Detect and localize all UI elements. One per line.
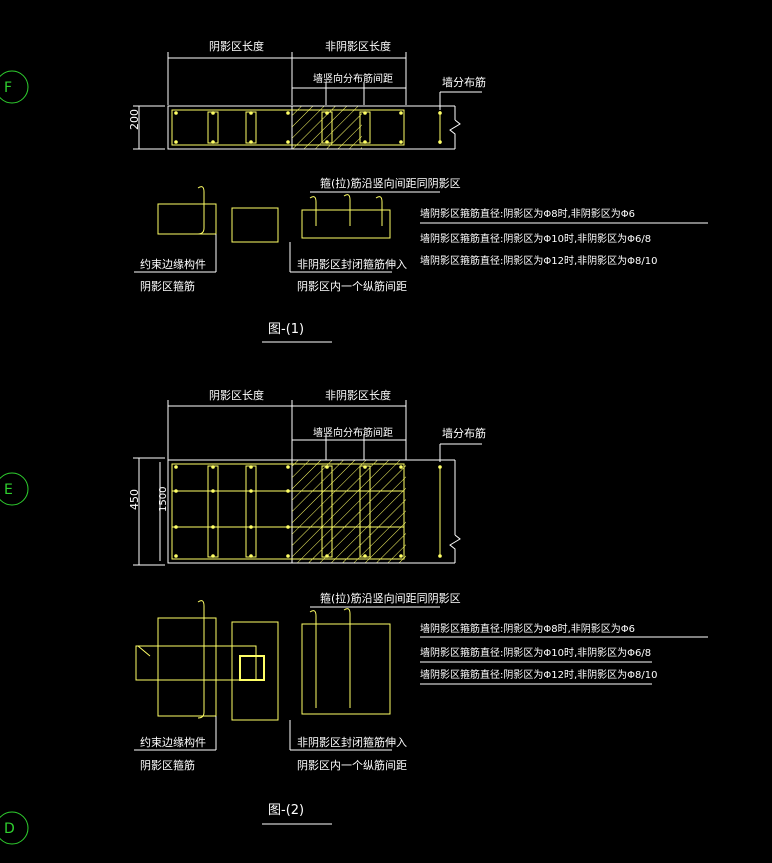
fig2-note-line-3: 墙阴影区箍筋直径:阴影区为Φ12时,非阴影区为Φ8/10	[420, 668, 657, 681]
fig2-tie-note: 箍(拉)筋沿竖向间距同阴影区	[320, 591, 461, 605]
fig2-nonshadow-hatch	[292, 460, 406, 563]
fig2-note-line-1: 墙阴影区箍筋直径:阴影区为Φ8时,非阴影区为Φ6	[420, 622, 635, 635]
fig2-note-line-2: 墙阴影区箍筋直径:阴影区为Φ10时,非阴影区为Φ6/8	[420, 646, 651, 659]
fig1-note-line-1: 墙阴影区箍筋直径:阴影区为Φ8时,非阴影区为Φ6	[420, 207, 635, 220]
figure-2: 阴影区长度 非阴影区长度 墙竖向分布筋间距 墙分布筋 450 1500	[128, 388, 708, 825]
fig1-label-nonshadow-2: 阴影区内一个纵筋间距	[297, 279, 407, 293]
fig1-dim-thickness: 200	[128, 109, 141, 130]
fig1-tie-note: 箍(拉)筋沿竖向间距同阴影区	[320, 176, 461, 190]
axis-bubble-f: F	[0, 70, 29, 104]
axis-bubble-e: E	[0, 472, 29, 506]
fig1-shadow-zone	[167, 105, 293, 150]
fig2-label-member-1: 约束边缘构件	[140, 735, 206, 749]
fig2-dim-wall-spacing: 墙竖向分布筋间距	[313, 426, 393, 439]
axis-label-e: E	[4, 482, 13, 498]
axis-label-f: F	[4, 80, 12, 96]
fig1-note-line-2: 墙阴影区箍筋直径:阴影区为Φ10时,非阴影区为Φ6/8	[420, 232, 651, 245]
fig1-stirrup-box-b	[231, 207, 279, 243]
fig1-wall-dist-bar-label: 墙分布筋	[442, 75, 486, 89]
fig1-label-member-1: 约束边缘构件	[140, 257, 206, 271]
fig2-label-member-2: 阴影区箍筋	[140, 758, 195, 772]
fig1-stirrup-box-c	[301, 209, 391, 239]
fig1-dim-wall-spacing: 墙竖向分布筋间距	[313, 72, 393, 85]
fig1-label-nonshadow-1: 非阴影区封闭箍筋伸入	[297, 257, 407, 271]
fig1-caption: 图-(1)	[268, 322, 304, 337]
fig2-dim-nonshadow-length: 非阴影区长度	[325, 388, 391, 402]
fig1-stirrup-box-a	[157, 203, 217, 235]
fig1-dim-shadow-length: 阴影区长度	[209, 39, 264, 53]
fig2-stirrup-box-c	[231, 621, 279, 721]
fig1-dim-nonshadow-length: 非阴影区长度	[325, 39, 391, 53]
fig2-dim-inner: 1500	[158, 487, 169, 512]
figure-1: 阴影区长度 非阴影区长度 墙竖向分布筋间距 墙分布筋 200	[128, 39, 708, 343]
fig1-label-member-2: 阴影区箍筋	[140, 279, 195, 293]
fig2-label-nonshadow-1: 非阴影区封闭箍筋伸入	[297, 735, 407, 749]
fig2-label-nonshadow-2: 阴影区内一个纵筋间距	[297, 758, 407, 772]
fig2-dim-shadow-length: 阴影区长度	[209, 388, 264, 402]
axis-label-d: D	[4, 821, 15, 837]
fig2-caption: 图-(2)	[268, 803, 304, 818]
fig1-note-line-3: 墙阴影区箍筋直径:阴影区为Φ12时,非阴影区为Φ8/10	[420, 254, 657, 267]
axis-bubble-d: D	[0, 811, 29, 845]
fig2-stirrup-box-d	[301, 623, 391, 715]
fig2-stirrup-box-a	[157, 617, 217, 717]
fig2-shadow-zone	[167, 459, 293, 564]
fig2-dim-outer: 450	[128, 489, 141, 510]
fig2-wall-dist-bar-label: 墙分布筋	[442, 426, 486, 440]
fig2-stirrup-box-b	[135, 645, 257, 681]
